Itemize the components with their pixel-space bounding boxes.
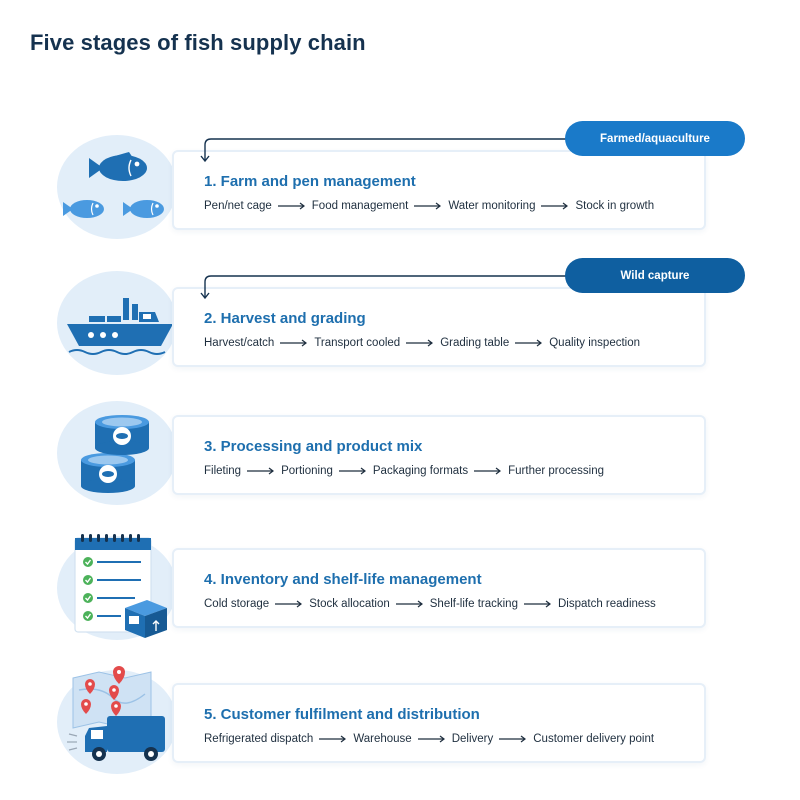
step-label: Harvest/catch [204,337,275,349]
arrow-right-icon [541,202,569,210]
arrow-right-icon [280,339,308,347]
step-label: Fileting [204,465,242,477]
checklist-icon [57,534,177,640]
arrow-right-icon [417,735,445,743]
stage-steps: Harvest/catch Transport cooled Grading t… [204,337,640,349]
stage-card-4: 4. Inventory and shelf-life management C… [172,548,706,628]
connector-arrow-farmed [200,138,567,163]
stage-card-3: 3. Processing and product mix Fileting P… [172,415,706,495]
step-label: Grading table [440,337,510,349]
arrow-right-icon [523,600,551,608]
stage-steps: Pen/net cage Food management Water monit… [204,200,654,212]
arrow-right-icon [338,467,366,475]
step-label: Further processing [508,465,604,477]
step-label: Stock allocation [309,598,390,610]
step-label: Customer delivery point [533,733,655,745]
stage-title: 3. Processing and product mix [204,438,423,455]
arrow-right-icon [474,467,502,475]
stage-steps: Refrigerated dispatch Warehouse Delivery… [204,733,654,745]
step-label: Delivery [451,733,494,745]
stage-title: 2. Harvest and grading [204,310,366,327]
step-label: Packaging formats [372,465,469,477]
arrow-right-icon [515,339,543,347]
arrow-right-icon [275,600,303,608]
page-title: Five stages of fish supply chain [30,30,366,55]
step-label: Dispatch readiness [557,598,656,610]
ship-icon [57,271,177,375]
badge-wild: Wild capture [565,258,745,293]
arrow-right-icon [319,735,347,743]
step-label: Quality inspection [549,337,641,349]
arrow-right-icon [247,467,275,475]
stage-steps: Cold storage Stock allocation Shelf-life… [204,598,656,610]
step-label: Cold storage [204,598,270,610]
step-label: Shelf-life tracking [429,598,518,610]
stage-card-5: 5. Customer fulfilment and distribution … [172,683,706,763]
stage-steps: Fileting Portioning Packaging formats Fu… [204,465,604,477]
step-label: Stock in growth [575,200,655,212]
stage-title: 1. Farm and pen management [204,173,416,190]
step-label: Water monitoring [448,200,536,212]
arrow-right-icon [277,202,305,210]
step-label: Transport cooled [314,337,401,349]
arrow-right-icon [414,202,442,210]
step-label: Pen/net cage [204,200,272,212]
stage-card-2: 2. Harvest and grading Harvest/catch Tra… [172,287,706,367]
badge-farmed: Farmed/aquaculture [565,121,745,156]
stage-title: 5. Customer fulfilment and distribution [204,706,480,723]
stage-title: 4. Inventory and shelf-life management [204,571,482,588]
arrow-right-icon [406,339,434,347]
step-label: Warehouse [353,733,412,745]
step-label: Portioning [281,465,333,477]
delivery-truck-icon [57,666,177,774]
connector-arrow-wild [200,275,567,300]
arrow-right-icon [499,735,527,743]
step-label: Food management [311,200,409,212]
arrow-right-icon [395,600,423,608]
stage-card-1: 1. Farm and pen management Pen/net cage … [172,150,706,230]
canned-fish-icon [57,401,177,505]
fish-icon [57,135,177,239]
step-label: Refrigerated dispatch [204,733,314,745]
